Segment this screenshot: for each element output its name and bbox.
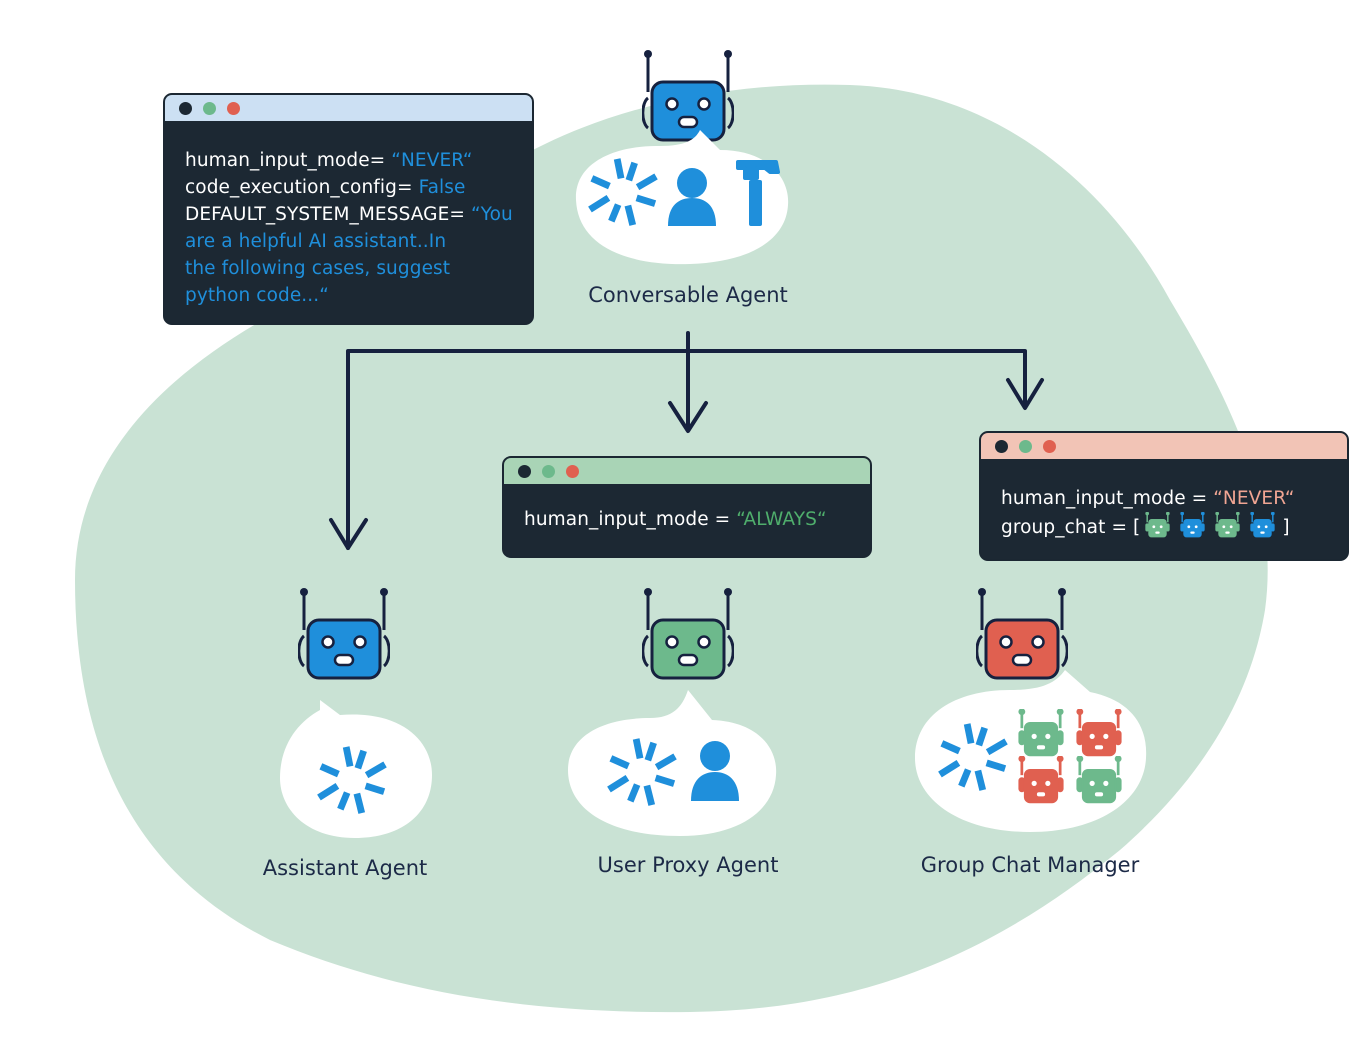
conversable-agent-label: Conversable Agent [588, 283, 788, 307]
code-key: group_chat = [ [1001, 517, 1141, 538]
person-icon [691, 741, 739, 801]
code-key: ] [1282, 517, 1290, 538]
window-dot-green [1019, 440, 1032, 453]
window-dot-dark [518, 465, 531, 478]
code-key: code_execution_config= [185, 177, 419, 198]
person-icon [668, 168, 716, 226]
user-proxy-config-window: human_input_mode = “ALWAYS“ [502, 456, 872, 558]
window-titlebar [504, 458, 870, 484]
conversable-speech-bubble [575, 130, 789, 265]
code-value: “NEVER“ [1213, 488, 1295, 509]
code-value: “NEVER“ [391, 150, 473, 171]
window-dot-red [1043, 440, 1056, 453]
code-value: False [418, 177, 466, 198]
code-value: python code...“ [185, 285, 329, 306]
code-value: “You [471, 204, 513, 225]
assistant-agent-label: Assistant Agent [262, 856, 428, 880]
code-key: human_input_mode = [1001, 488, 1214, 509]
code-key: DEFAULT_SYSTEM_MESSAGE= [185, 204, 471, 225]
hierarchy-connectors [329, 331, 1044, 550]
code-value: are a helpful AI assistant..In [185, 231, 447, 252]
user-proxy-agent-label: User Proxy Agent [597, 853, 779, 877]
code-block: human_input_mode= “NEVER“ code_execution… [165, 121, 532, 309]
window-dot-dark [179, 102, 192, 115]
group-chat-config-window: human_input_mode = “NEVER“ group_chat = … [979, 431, 1349, 561]
window-dot-red [227, 102, 240, 115]
group-chat-robots-icon [1145, 512, 1276, 539]
code-block: human_input_mode = “ALWAYS“ [504, 484, 870, 533]
window-dot-green [542, 465, 555, 478]
window-titlebar [165, 95, 532, 121]
assistant-speech-bubble [280, 700, 432, 838]
code-value: the following cases, suggest [185, 258, 451, 279]
hammer-icon [736, 160, 780, 226]
window-dot-red [566, 465, 579, 478]
group-chat-manager-label: Group Chat Manager [920, 853, 1140, 877]
code-block: human_input_mode = “NEVER“ group_chat = … [981, 459, 1347, 541]
window-dot-green [203, 102, 216, 115]
conversable-agent-robot-icon [642, 50, 734, 142]
code-key: human_input_mode= [185, 150, 392, 171]
conversable-config-window: human_input_mode= “NEVER“ code_execution… [163, 93, 534, 325]
window-dot-dark [995, 440, 1008, 453]
code-key: human_input_mode = [524, 509, 737, 530]
code-value: “ALWAYS“ [736, 509, 827, 530]
window-titlebar [981, 433, 1347, 459]
